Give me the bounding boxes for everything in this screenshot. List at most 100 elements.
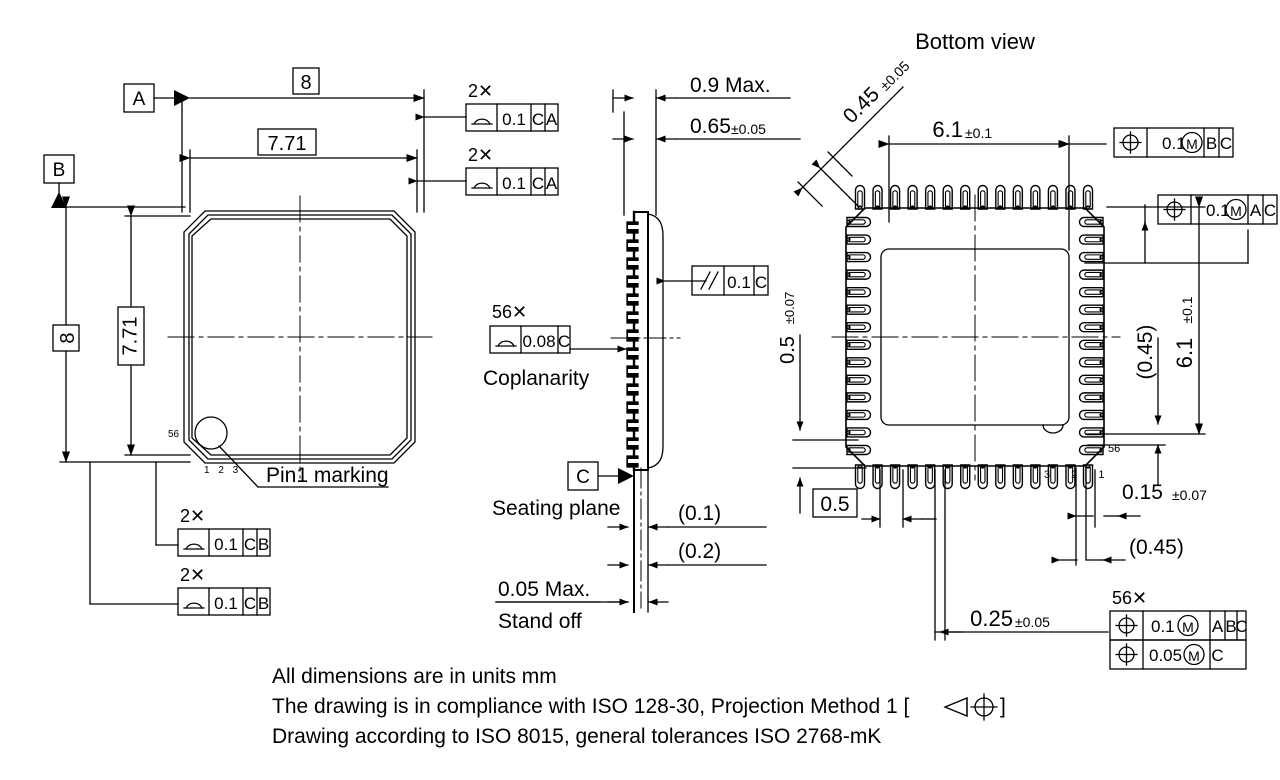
lead bbox=[907, 464, 918, 490]
fcf-top-2: 2✕ 0.1 C A bbox=[465, 145, 559, 196]
fcf-bb-count: 56✕ bbox=[1112, 588, 1147, 608]
lead bbox=[1078, 269, 1104, 280]
dim-label-lead-width: 0.25 bbox=[970, 606, 1013, 631]
fcf-bb-1-modifier: M bbox=[1182, 619, 1194, 635]
datum-b-label: B bbox=[53, 160, 66, 181]
lead bbox=[1065, 184, 1076, 210]
lead bbox=[846, 304, 872, 315]
lead bbox=[1078, 251, 1104, 263]
lead bbox=[907, 184, 918, 210]
lead bbox=[960, 184, 971, 210]
dim-bottom-lead-offset: 0.15 ±0.07 bbox=[1067, 467, 1207, 566]
dim-label-width-overall: 8 bbox=[300, 72, 311, 94]
fcf-bb-2-modifier: M bbox=[1188, 648, 1200, 664]
lead bbox=[1078, 286, 1104, 298]
profile-surface-icon bbox=[497, 340, 515, 347]
fcf-coplanarity-tol: 0.08 bbox=[522, 332, 555, 351]
mmc-modifier-circle bbox=[1183, 643, 1205, 666]
mmc-modifier-circle bbox=[1225, 198, 1247, 221]
dim-top-height-overall: 8 bbox=[52, 196, 191, 463]
fcf-top-1-count: 2✕ bbox=[468, 81, 493, 101]
lead bbox=[846, 234, 872, 245]
dim-label-side-ref-0-2: (0.2) bbox=[678, 540, 721, 563]
fcf-br-2-modifier: M bbox=[1230, 203, 1242, 219]
lead bbox=[977, 464, 988, 490]
lead bbox=[1065, 464, 1076, 490]
dim-label-side-height-max: 0.9 Max. bbox=[690, 74, 771, 97]
note-line-2: The drawing is in compliance with ISO 12… bbox=[272, 695, 909, 718]
lead bbox=[1047, 464, 1059, 490]
pin1-marking-circle bbox=[194, 416, 228, 450]
fcf-top-1: 2✕ 0.1 C A bbox=[465, 81, 559, 132]
lead bbox=[960, 464, 971, 490]
centerlines-top bbox=[167, 195, 433, 479]
datum-c-symbol: C bbox=[567, 461, 634, 491]
fcf-coplanarity-count: 56✕ bbox=[492, 302, 527, 322]
fcf-coplanarity-datum: C bbox=[558, 332, 570, 351]
fcf-top-2-datum-1: C bbox=[532, 174, 544, 193]
dim-label-ref-v: (0.45) bbox=[1134, 325, 1157, 380]
lead bbox=[889, 464, 901, 490]
lead bbox=[889, 184, 901, 210]
fcf-br-2: 0.1 M A C bbox=[1157, 194, 1278, 225]
lead bbox=[846, 339, 872, 350]
lead bbox=[846, 216, 872, 228]
fcf-left-1-datum-1: C bbox=[244, 535, 256, 554]
leads-bottom bbox=[846, 184, 1104, 490]
coplanarity-label: Coplanarity bbox=[483, 367, 590, 390]
profile-surface-icon bbox=[185, 543, 203, 550]
dim-label-lead-width-tol: ±0.05 bbox=[1015, 614, 1050, 630]
dim-bottom-pad-height: 6.1 ±0.1 bbox=[1085, 196, 1206, 435]
fcf-br-2-datum-1: A bbox=[1250, 201, 1262, 220]
parallelism-icon bbox=[700, 271, 719, 290]
fcf-top-1-datum-1: C bbox=[532, 110, 544, 129]
lead bbox=[846, 286, 872, 298]
note-line-2-suffix: ] bbox=[1000, 695, 1006, 718]
fcf-left-2-count: 2✕ bbox=[180, 565, 205, 585]
dim-side-height-max: 0.9 Max. bbox=[612, 74, 791, 113]
lead bbox=[854, 184, 866, 210]
dim-label-width-body: 7.71 bbox=[268, 133, 307, 155]
fcf-br-1-datum-1: B bbox=[1206, 134, 1217, 153]
datum-c-triangle bbox=[618, 468, 634, 484]
fcf-top-2-count: 2✕ bbox=[468, 145, 493, 165]
fcf-br-1-tol: 0.1 bbox=[1162, 134, 1186, 153]
datum-b-triangle bbox=[51, 192, 67, 208]
fcf-left-1-datum-2: B bbox=[258, 535, 269, 554]
profile-surface-icon bbox=[473, 182, 491, 189]
lead bbox=[924, 464, 936, 490]
fcf-bb-2-datum-1: C bbox=[1211, 646, 1223, 665]
lead bbox=[1012, 464, 1024, 490]
profile-surface-icon bbox=[473, 118, 491, 125]
lead bbox=[846, 374, 872, 386]
dim-side-body-thickness: 0.65 ±0.05 bbox=[612, 111, 801, 216]
dim-label-height-overall: 8 bbox=[57, 332, 79, 343]
fcf-left-1-tol: 0.1 bbox=[214, 535, 238, 554]
lead bbox=[942, 184, 953, 210]
exposed-pad bbox=[880, 248, 1070, 426]
dim-side-ref-0-2: (0.2) bbox=[607, 540, 767, 569]
lead bbox=[924, 184, 936, 210]
fcf-bb-1-tol: 0.1 bbox=[1151, 617, 1175, 636]
dim-label-side-body-thickness: 0.65 bbox=[690, 115, 731, 138]
dim-label-pad-height: 6.1 bbox=[1172, 338, 1197, 369]
fcf-bottom-stack: 56✕ 0.1 M A B C 0.05 M C bbox=[1109, 588, 1248, 670]
lead bbox=[846, 427, 872, 438]
pin-index-low-bottom: 3 2 1 bbox=[1044, 469, 1113, 481]
fcf-parallelism-datum: C bbox=[755, 273, 767, 292]
fcf-br-2-datum-2: C bbox=[1264, 201, 1276, 220]
package-body-bottom bbox=[845, 207, 1105, 467]
fcf-left-1: 2✕ 0.1 C B bbox=[177, 506, 271, 557]
datum-a-symbol: A bbox=[123, 83, 190, 213]
fcf-left-2-datum-2: B bbox=[258, 594, 269, 613]
notes-block: All dimensions are in units mm The drawi… bbox=[272, 665, 1006, 748]
dim-label-side-ref-0-1: (0.1) bbox=[678, 502, 721, 525]
fcf-br-1: 0.1 M B C bbox=[1113, 127, 1234, 158]
fcf-left-2: 2✕ 0.1 C B bbox=[177, 565, 271, 616]
lead bbox=[872, 184, 883, 210]
bottom-view-title: Bottom view bbox=[915, 29, 1035, 54]
datum-b-symbol: B bbox=[43, 154, 186, 208]
lead bbox=[846, 392, 872, 403]
dim-label-pitch-vert: 0.5 bbox=[777, 336, 799, 364]
